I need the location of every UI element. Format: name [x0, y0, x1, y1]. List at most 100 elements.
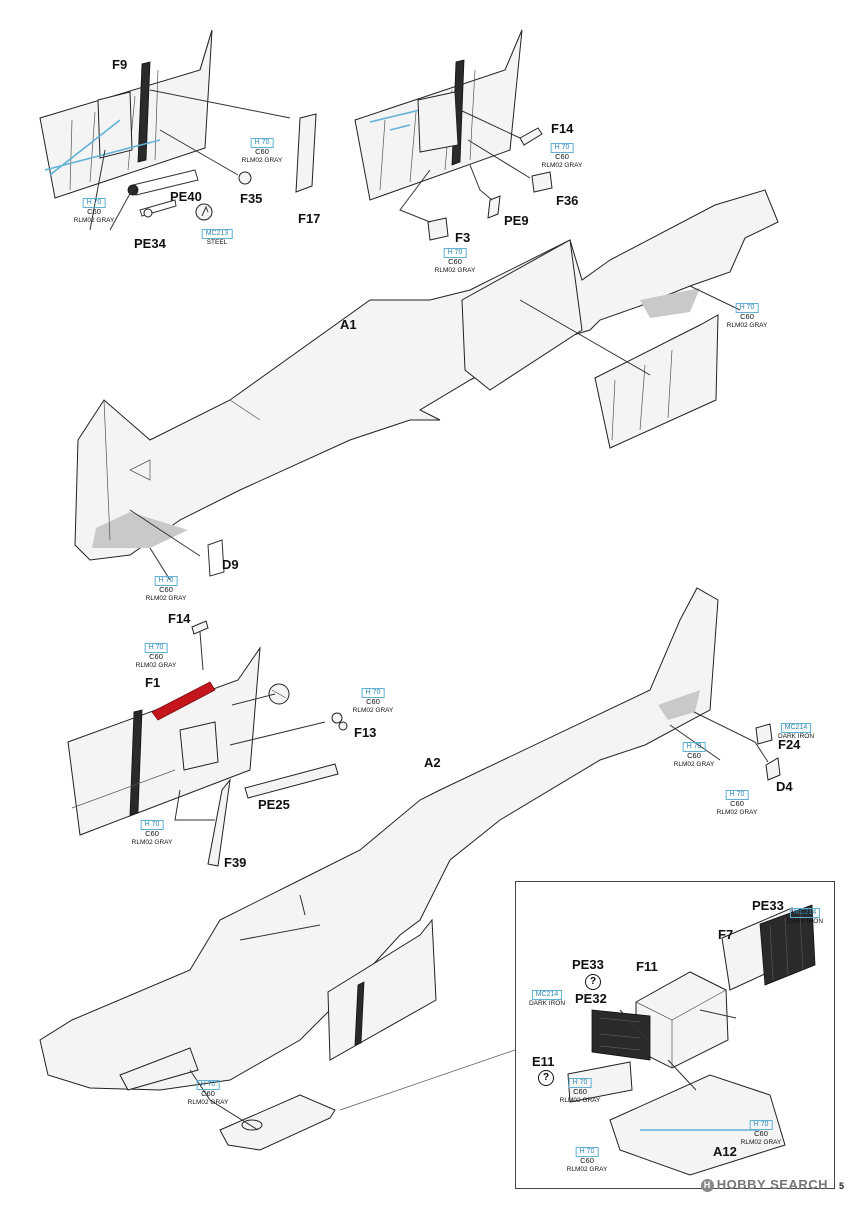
part-f14-mid-label: F14: [168, 611, 191, 626]
paint-callout-a12-left: H 70 C60 RLM02 GRAY: [566, 1147, 608, 1173]
fuselage-half-a1: [74, 189, 779, 581]
paint-code-mc214: MC214: [780, 723, 812, 734]
paint-callout-a2-tail: H 70 C60 RLM02 GRAY: [673, 742, 715, 768]
intake-assembly: [567, 904, 816, 1176]
paint-callout-a1-rear: H 70 C60 RLM02 GRAY: [726, 303, 768, 329]
part-f14-top-label: F14: [551, 121, 574, 136]
paint-name-rlm02: RLM02 GRAY: [673, 760, 715, 768]
paint-name-rlm02: RLM02 GRAY: [131, 838, 173, 846]
paint-code-c60: C60: [255, 147, 269, 157]
watermark-text: HOBBY SEARCH: [716, 1176, 828, 1192]
cockpit-wall-right-assembly: [354, 29, 553, 241]
intake-inset-frame: [515, 881, 835, 1189]
cockpit-wall-f1-assembly: [67, 620, 348, 867]
part-f3-label: F3: [455, 230, 471, 245]
page-number: 5: [838, 1181, 844, 1191]
paint-callout-pe32: MC214 DARK IRON: [529, 990, 565, 1008]
paint-code-h70: H 70: [749, 1120, 773, 1131]
paint-code-mc213: MC213: [201, 229, 233, 240]
paint-callout-d9: H 70 C60 RLM02 GRAY: [145, 576, 187, 602]
paint-code-h70: H 70: [250, 138, 274, 149]
part-pe32-label: PE32: [575, 991, 607, 1006]
paint-name-rlm02: RLM02 GRAY: [566, 1165, 608, 1173]
part-f17-label: F17: [298, 211, 321, 226]
paint-code-h70: H 70: [550, 143, 574, 154]
part-f24-label: F24: [778, 737, 801, 752]
paint-name-dark-iron: DARK IRON: [528, 1000, 566, 1008]
part-f35-label: F35: [240, 191, 263, 206]
fuselage-half-a2: [39, 587, 781, 1151]
paint-name-steel: STEEL: [206, 239, 228, 247]
paint-name-rlm02: RLM02 GRAY: [559, 1096, 601, 1104]
paint-code-c60: C60: [448, 257, 462, 267]
part-f7-label: F7: [718, 927, 734, 942]
paint-name-rlm02: RLM02 GRAY: [135, 661, 177, 669]
paint-name-dark-iron: DARK IRON: [786, 918, 824, 926]
part-pe34-label: PE34: [134, 236, 166, 251]
paint-code-h70: H 70: [443, 248, 467, 259]
part-f11-label: F11: [636, 959, 658, 974]
paint-code-h70: H 70: [144, 643, 168, 654]
paint-code-c60: C60: [159, 585, 173, 595]
paint-name-rlm02: RLM02 GRAY: [73, 216, 115, 224]
paint-callout-a12-right: H 70 C60 RLM02 GRAY: [741, 1120, 781, 1146]
paint-code-c60: C60: [87, 207, 101, 217]
optional-part-question-icon: ?: [585, 974, 601, 990]
paint-code-c60: C60: [145, 829, 159, 839]
paint-callout-pe34: MC213 STEEL: [201, 229, 233, 247]
part-pe33-top-label: PE33: [752, 898, 784, 913]
part-f9-label: F9: [112, 57, 128, 72]
paint-code-c60: C60: [730, 799, 744, 809]
paint-code-h70: H 70: [575, 1147, 599, 1158]
paint-code-h70: H 70: [154, 576, 178, 587]
paint-code-c60: C60: [580, 1156, 594, 1166]
part-f13-label: F13: [354, 725, 377, 740]
paint-code-h70: H 70: [196, 1080, 220, 1091]
part-d4-label: D4: [776, 779, 793, 794]
paint-callout-f3: H 70 C60 RLM02 GRAY: [434, 248, 476, 274]
paint-name-rlm02: RLM02 GRAY: [541, 161, 583, 169]
paint-code-c60: C60: [573, 1087, 587, 1097]
part-a12-label: A12: [713, 1144, 737, 1159]
hobby-search-logo-icon: H: [700, 1179, 714, 1192]
paint-code-c60: C60: [754, 1129, 768, 1139]
paint-callout-d4: H 70 C60 RLM02 GRAY: [717, 790, 757, 816]
paint-name-rlm02: RLM02 GRAY: [352, 706, 394, 714]
paint-name-rlm02: RLM02 GRAY: [145, 594, 187, 602]
part-d9-label: D9: [222, 557, 239, 572]
paint-callout-e11: H 70 C60 RLM02 GRAY: [559, 1078, 601, 1104]
paint-code-h70: H 70: [568, 1078, 592, 1089]
paint-code-c60: C60: [555, 152, 569, 162]
part-pe33-mid-label: PE33: [572, 957, 604, 972]
paint-code-c60: C60: [687, 751, 701, 761]
part-pe40-label: PE40: [170, 189, 202, 204]
paint-code-c60: C60: [740, 312, 754, 322]
paint-code-h70: H 70: [361, 688, 385, 699]
paint-name-rlm02: RLM02 GRAY: [241, 156, 283, 164]
part-e11-label: E11: [532, 1054, 555, 1069]
paint-code-c60: C60: [201, 1089, 215, 1099]
paint-callout-f1: H 70 C60 RLM02 GRAY: [131, 820, 173, 846]
paint-name-dark-iron: DARK IRON: [777, 733, 815, 741]
part-pe9-label: PE9: [504, 213, 529, 228]
paint-code-h70: H 70: [682, 742, 706, 753]
paint-callout-f35: H 70 C60 RLM02 GRAY: [241, 138, 283, 164]
paint-callout-f14-mid: H 70 C60 RLM02 GRAY: [135, 643, 177, 669]
paint-callout-f14-top: H 70 C60 RLM02 GRAY: [541, 143, 583, 169]
paint-name-rlm02: RLM02 GRAY: [726, 321, 768, 329]
paint-code-h70: H 70: [140, 820, 164, 831]
paint-name-rlm02: RLM02 GRAY: [187, 1098, 229, 1106]
paint-code-mc214: MC214: [531, 990, 563, 1001]
part-f1-label: F1: [145, 675, 161, 690]
paint-callout-f13: H 70 C60 RLM02 GRAY: [352, 688, 394, 714]
paint-callout-a2-front: H 70 C60 RLM02 GRAY: [187, 1080, 229, 1106]
paint-name-rlm02: RLM02 GRAY: [434, 266, 476, 274]
part-f39-label: F39: [224, 855, 247, 870]
paint-code-h70: H 70: [725, 790, 749, 801]
part-f36-label: F36: [556, 193, 579, 208]
paint-callout-pe33: MC214 DARK IRON: [787, 908, 823, 926]
optional-part-question-icon: ?: [538, 1070, 554, 1086]
paint-code-h70: H 70: [82, 198, 106, 209]
